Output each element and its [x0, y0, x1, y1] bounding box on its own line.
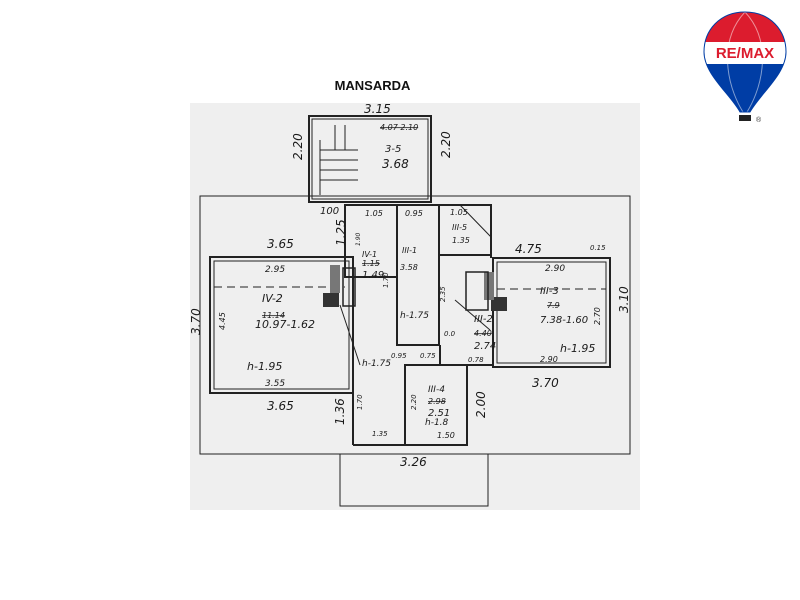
room-iii-2-h: h-1.75	[400, 311, 429, 321]
room-iv-1-area: 1.49	[362, 270, 384, 281]
room-iii-3-side: 2.70	[593, 307, 602, 325]
room-iii-1-w: 0.95	[405, 209, 423, 218]
dim-left-wing-bottom: 3.65	[267, 399, 294, 413]
page-title: MANSARDA	[334, 78, 411, 93]
room-iii-4-w: 1.50	[437, 431, 455, 440]
room-iii-3-strike: 7.9	[547, 301, 560, 310]
misc-d1: 0.95	[391, 352, 407, 360]
misc-d8: 1.35	[372, 430, 388, 438]
room-iii-5-w: 1.05	[450, 208, 468, 217]
room-iii-4-strike: 2.98	[428, 397, 446, 406]
room-iii-1	[396, 204, 440, 346]
room-iii-3-bottom: 2.90	[540, 355, 558, 364]
scan-background	[190, 103, 640, 510]
room-iv-1-strike: 1.15	[362, 259, 380, 268]
dim-left-low: 1.36	[333, 398, 347, 425]
room-iii-4	[404, 364, 468, 446]
room-iii-4-h: h-1.8	[425, 418, 449, 428]
room-iv-1-w: 1.05	[365, 209, 383, 218]
misc-d5: 2.35	[439, 286, 447, 302]
misc-d3: 0.78	[468, 356, 484, 364]
registered-mark: ®	[756, 116, 762, 124]
room-iii-5-code: III-5	[452, 223, 467, 232]
room-iii-3-inner: 2.90	[545, 264, 565, 274]
room-iv-2-h: h-1.95	[247, 360, 282, 373]
room-iv-2-bottom: 3.55	[265, 379, 285, 389]
room-3-5-strike: 4.07 2.10	[380, 123, 418, 132]
balloon-basket	[739, 115, 751, 121]
misc-d7: 2.20	[410, 394, 418, 410]
room-iv-2-inner: 2.95	[265, 265, 285, 275]
room-iii-3	[492, 257, 611, 368]
room-iii-4-code: III-4	[428, 385, 445, 395]
room-iii-1-area: 3.58	[400, 263, 418, 272]
remax-logo: RE/MAX ®	[703, 11, 787, 124]
misc-d4: 1.70	[382, 272, 390, 288]
dim-right-height: 3.10	[617, 286, 631, 313]
room-3-5-area: 3.68	[382, 157, 409, 171]
dim-bottom-width: 3.26	[400, 455, 427, 469]
chimney-left	[323, 293, 339, 307]
stair-room	[308, 115, 432, 203]
room-iii-5-area: 1.35	[452, 236, 470, 245]
dim-right-wing-bottom: 3.70	[532, 376, 559, 390]
room-iv-2-area: 10.97-1.62	[255, 318, 315, 331]
room-iv-2-code: IV-2	[262, 292, 283, 305]
logo-text: RE/MAX	[716, 45, 774, 62]
room-iii-1-code: III-1	[402, 246, 417, 255]
misc-d10: 1.90	[355, 232, 362, 246]
dim-100: 100	[320, 206, 339, 217]
dim-top-height-right: 2.20	[439, 131, 453, 158]
misc-d11: 0.15	[590, 244, 606, 252]
room-iii-3-code: III-3	[540, 286, 559, 297]
room-iii-2-area: 2.74	[474, 341, 496, 352]
room-iii-3-area: 7.38-1.60	[540, 315, 588, 326]
dim-top-height-left: 2.20	[291, 133, 305, 160]
hall-height: h-1.75	[362, 359, 391, 369]
room-3-5-code: 3-5	[385, 144, 401, 155]
chimney-right-flue	[484, 272, 494, 300]
bottom-extension	[339, 453, 489, 507]
room-iii-2-code: III-2	[474, 314, 493, 325]
chimney-right	[491, 297, 507, 311]
misc-d2: 0.75	[420, 352, 436, 360]
dim-top-width: 3.15	[364, 102, 391, 116]
chimney-left-flue	[330, 265, 340, 293]
room-iv-1-code: IV-1	[362, 250, 377, 259]
dim-right-depth: 2.00	[474, 391, 488, 418]
room-iii-3-h: h-1.95	[560, 342, 595, 355]
dim-left-wing-top: 3.65	[267, 237, 294, 251]
room-iv-2-side: 4.45	[218, 312, 227, 330]
room-iii-4-area: 2.51	[428, 408, 450, 419]
dim-left-depth: 1.25	[334, 219, 348, 246]
misc-d9: 0.0	[444, 330, 456, 338]
dim-right-wing-top: 4.75	[515, 242, 542, 256]
dim-left-height: 3.70	[189, 308, 203, 335]
room-iii-5	[438, 204, 492, 256]
room-iv-2-strike: 11.14	[262, 311, 285, 320]
room-iii-2-strike: 4.40	[474, 329, 492, 338]
misc-d6: 1.70	[356, 394, 364, 410]
